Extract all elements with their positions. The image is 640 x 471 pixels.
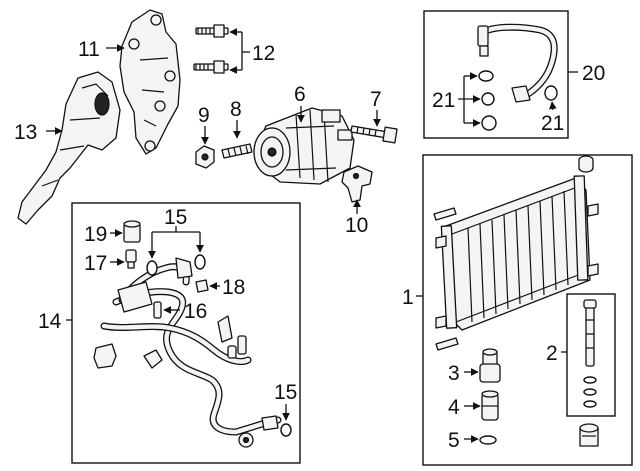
condenser-part-1[interactable] bbox=[435, 175, 599, 331]
group-box-1 bbox=[422, 154, 633, 466]
cap-part-14-d[interactable] bbox=[237, 335, 247, 355]
callout-7: 7 bbox=[370, 88, 382, 111]
callout-16: 16 bbox=[184, 300, 207, 323]
switch-part-4[interactable] bbox=[481, 390, 499, 421]
bolt-part-12-upper[interactable] bbox=[195, 24, 229, 38]
tube-part-1-lower[interactable] bbox=[435, 337, 459, 351]
hose-part-20[interactable] bbox=[477, 23, 558, 103]
callout-4: 4 bbox=[448, 396, 460, 419]
callout-9: 9 bbox=[198, 104, 210, 127]
callout-15-lower: 15 bbox=[274, 381, 297, 404]
bracket-part-11[interactable] bbox=[119, 9, 181, 155]
callout-3: 3 bbox=[448, 362, 460, 385]
o-ring-21-a[interactable] bbox=[478, 70, 494, 82]
nut-part-9[interactable] bbox=[195, 145, 215, 169]
bolt-part-12-lower[interactable] bbox=[193, 60, 229, 74]
cap-part-1-top[interactable] bbox=[578, 155, 594, 173]
o-ring-part-5[interactable] bbox=[479, 435, 497, 445]
callout-14: 14 bbox=[38, 310, 62, 333]
callout-21-right: 21 bbox=[541, 112, 564, 135]
connector-part-14-b[interactable] bbox=[143, 349, 163, 369]
callout-6: 6 bbox=[294, 83, 306, 106]
o-ring-21-c[interactable] bbox=[481, 115, 497, 131]
valve-part-3[interactable] bbox=[479, 348, 501, 383]
callout-18: 18 bbox=[222, 276, 245, 299]
cap-part-14-e[interactable] bbox=[227, 345, 237, 359]
callout-2: 2 bbox=[546, 342, 558, 365]
callout-10: 10 bbox=[345, 214, 368, 237]
o-ring-15-b[interactable] bbox=[194, 254, 206, 270]
o-ring-21-b[interactable] bbox=[481, 92, 495, 106]
callout-20: 20 bbox=[582, 62, 605, 85]
cap-part-14-a[interactable] bbox=[93, 343, 117, 369]
cap-part-14-c[interactable] bbox=[217, 315, 233, 343]
heat-shield-part-13[interactable] bbox=[17, 71, 121, 225]
group-box-20 bbox=[423, 10, 569, 139]
callout-19: 19 bbox=[84, 223, 107, 246]
callout-13: 13 bbox=[14, 121, 37, 144]
group-box-2 bbox=[566, 293, 616, 417]
callout-5: 5 bbox=[448, 429, 460, 452]
callout-8: 8 bbox=[230, 98, 242, 121]
cap-part-19[interactable] bbox=[123, 220, 141, 243]
callout-17: 17 bbox=[84, 252, 107, 275]
callout-1: 1 bbox=[402, 286, 414, 309]
bracket-part-10[interactable] bbox=[341, 165, 373, 203]
plug-part-2[interactable] bbox=[579, 423, 599, 447]
clip-part-18[interactable] bbox=[195, 279, 209, 293]
o-ring-15-a[interactable] bbox=[146, 260, 158, 276]
callout-21-left: 21 bbox=[432, 89, 455, 112]
bolt-part-7[interactable] bbox=[350, 125, 398, 144]
stud-part-8[interactable] bbox=[221, 143, 253, 159]
compressor-part-6[interactable] bbox=[253, 107, 355, 185]
group-box-14 bbox=[71, 202, 301, 464]
valve-core-part-17[interactable] bbox=[125, 249, 137, 269]
callout-11: 11 bbox=[78, 38, 100, 61]
leader-lines bbox=[46, 28, 578, 443]
insert-part-16[interactable] bbox=[153, 301, 162, 319]
hose-assembly-part-14[interactable] bbox=[100, 257, 282, 448]
desiccant-part-2[interactable] bbox=[583, 299, 597, 408]
callout-15-upper: 15 bbox=[164, 206, 187, 229]
o-ring-21-d[interactable] bbox=[544, 85, 558, 101]
o-ring-15-c[interactable] bbox=[280, 423, 292, 437]
tube-part-1-upper[interactable] bbox=[433, 207, 457, 221]
callout-12: 12 bbox=[252, 42, 275, 65]
